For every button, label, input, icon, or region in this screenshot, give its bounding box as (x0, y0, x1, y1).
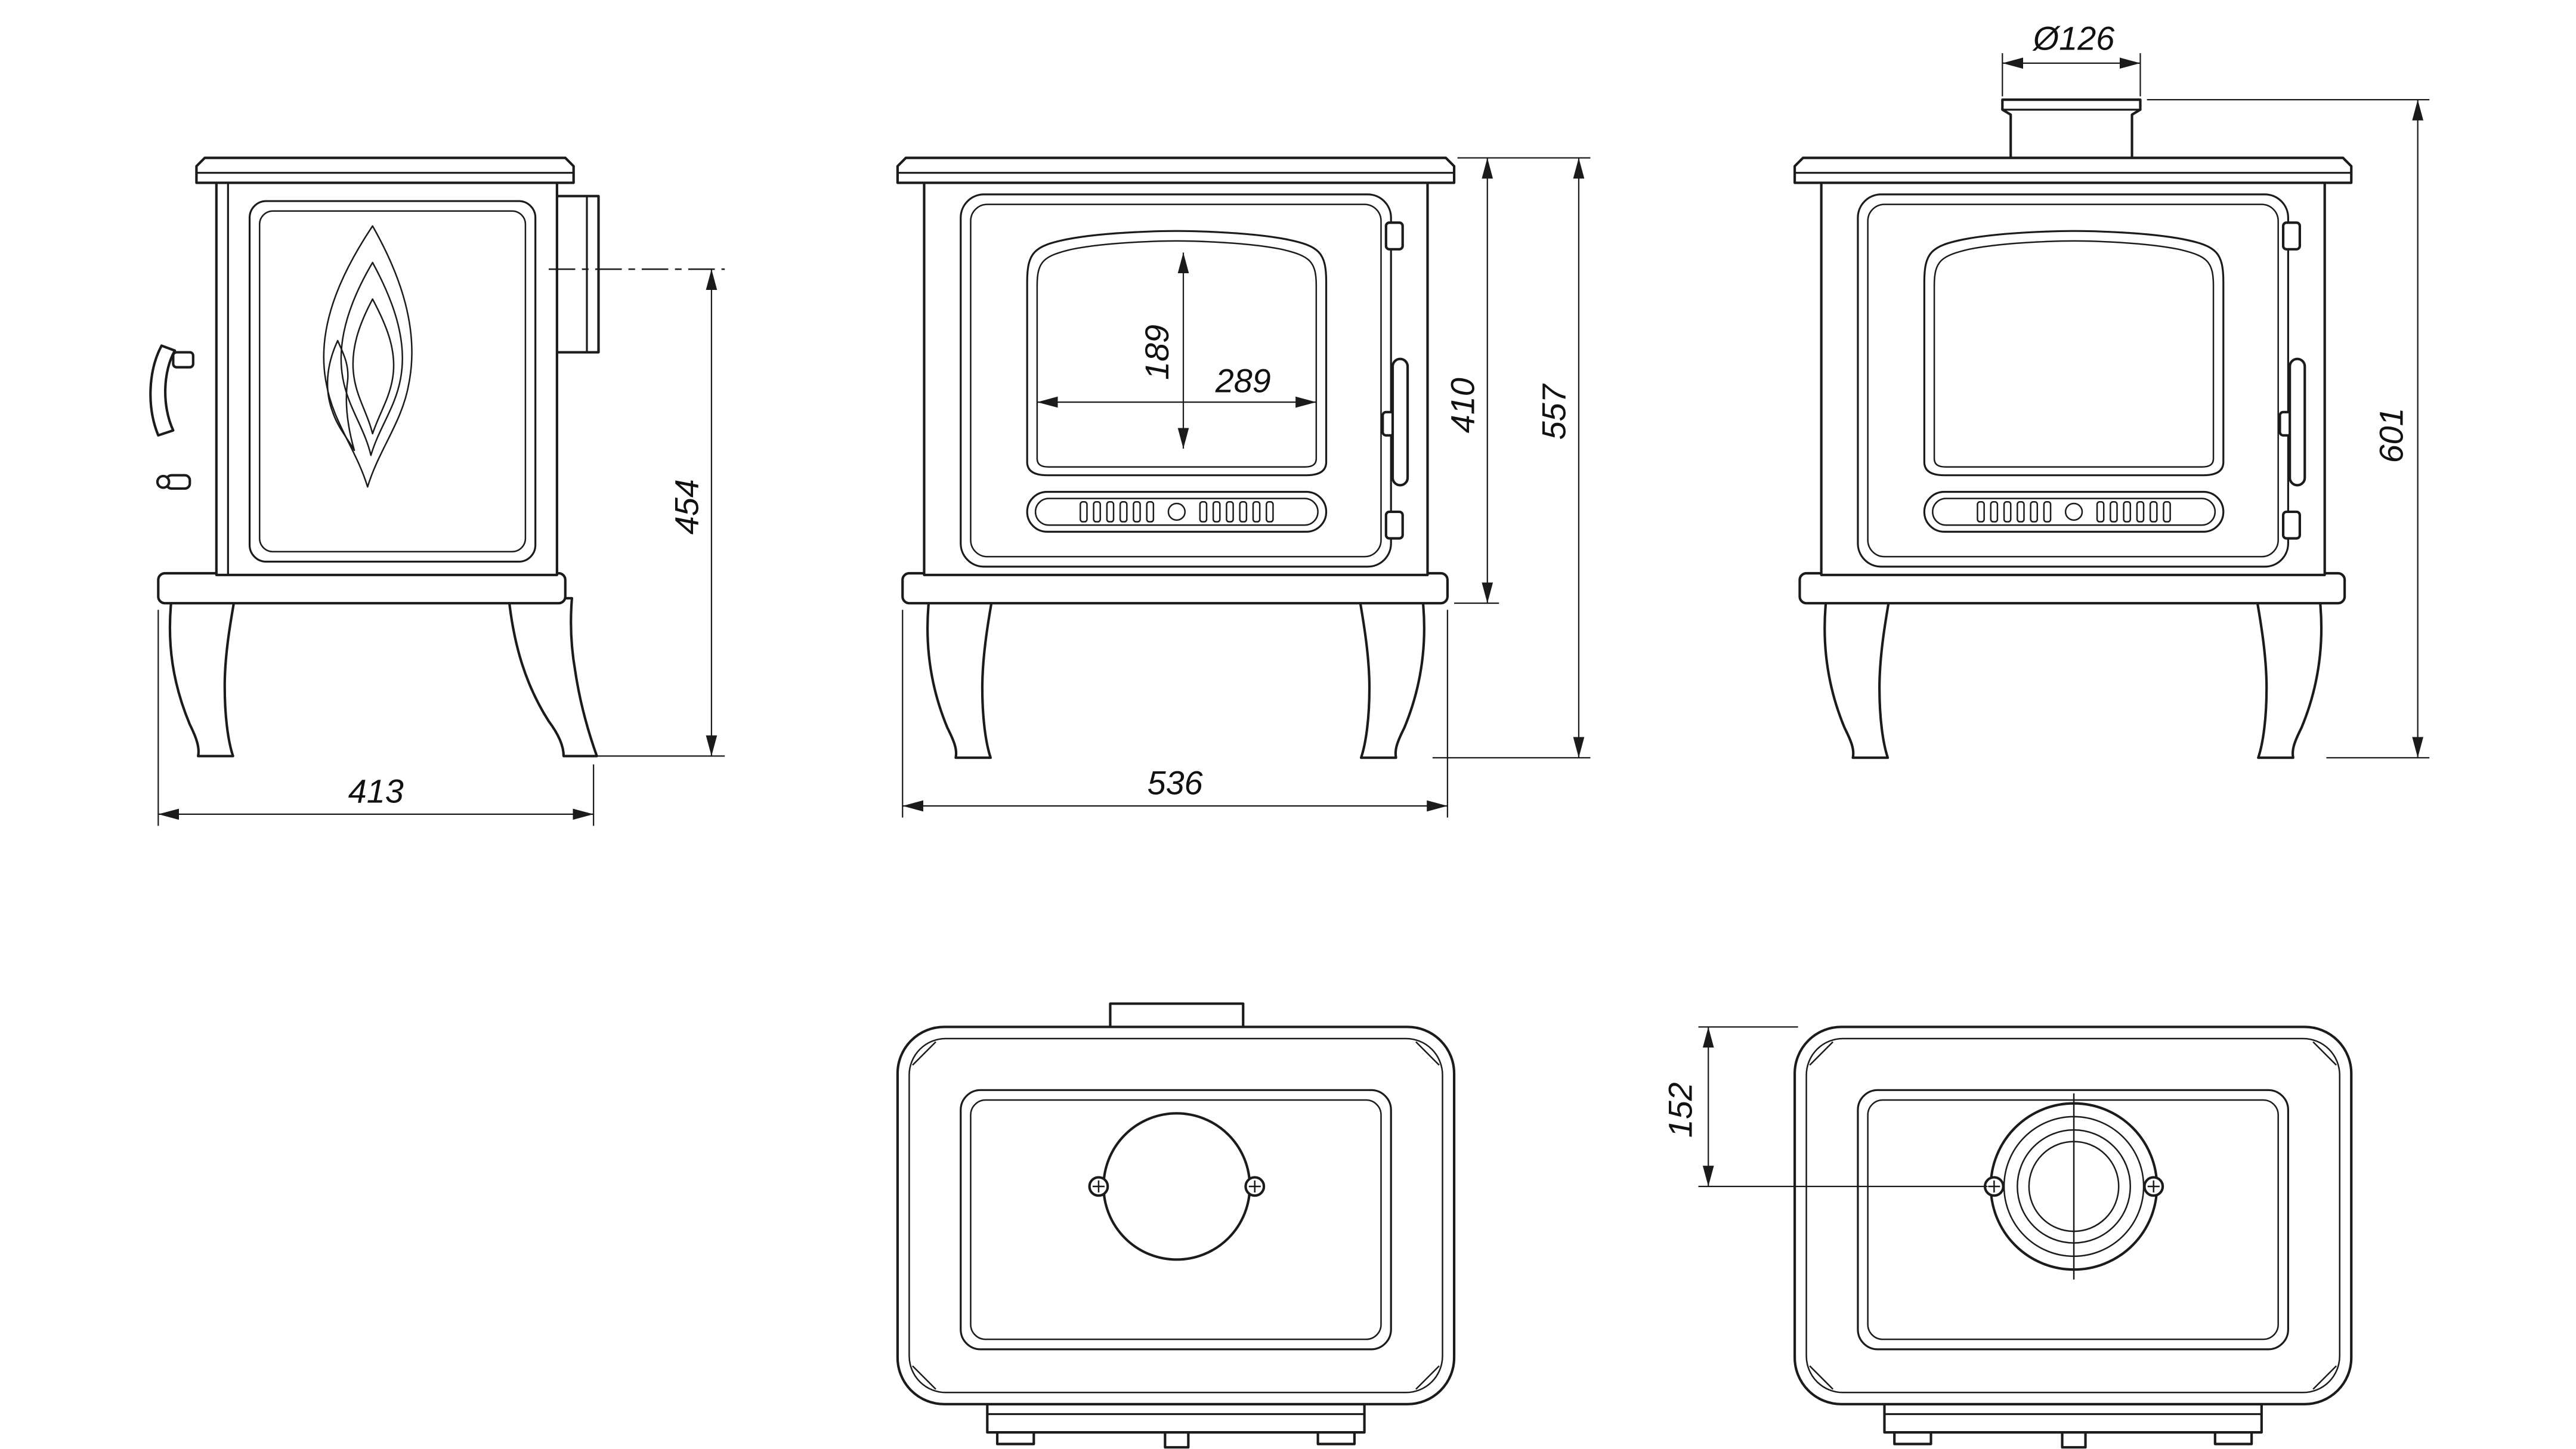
screw-right (2144, 1178, 2163, 1196)
blanking-plate (1102, 1112, 1251, 1261)
rear-leg (507, 597, 598, 758)
base-plate (157, 571, 567, 605)
flame-ornament (323, 225, 413, 488)
side-view (149, 156, 725, 758)
top-plate-side (195, 156, 575, 184)
dim-label-536: 536 (1148, 764, 1203, 801)
screw-right (1245, 1178, 1264, 1196)
dim-overall-height-601: 601 (2147, 99, 2430, 759)
flue-pipe (2001, 98, 2142, 161)
dim-label-152: 152 (1662, 1082, 1699, 1138)
dim-body-height-410: 410 (1444, 157, 1591, 604)
front-view (898, 158, 1454, 758)
stove-body-side (215, 178, 558, 576)
dim-flue-offset-152: 152 (1662, 1026, 1988, 1187)
dim-label-410: 410 (1444, 378, 1481, 433)
front-stove-copy (1795, 158, 2351, 758)
dim-overall-height-557: 557 (1432, 157, 1591, 759)
door-handle-side (149, 344, 194, 490)
dim-glass-height-189: 189 (1139, 252, 1189, 449)
dim-label-557: 557 (1536, 383, 1573, 440)
dim-label-289: 289 (1215, 362, 1271, 399)
top-view-with-collar (1795, 1027, 2351, 1447)
screw-left (1985, 1178, 2003, 1196)
front-leg (168, 597, 236, 758)
rear-flue-collar (553, 194, 600, 354)
dim-label-413: 413 (348, 773, 404, 810)
top-view-blanked (898, 1002, 1454, 1447)
dim-label-454: 454 (669, 479, 706, 535)
dim-label-flue-diameter: Ø126 (2032, 20, 2114, 57)
side-panel (248, 200, 537, 563)
screw-left (1090, 1178, 1108, 1196)
dim-width-536: 536 (902, 610, 1449, 818)
dim-glass-width-289: 289 (1037, 362, 1316, 408)
front-view-with-flue (1795, 98, 2351, 758)
dim-label-189: 189 (1139, 325, 1176, 380)
dim-label-601: 601 (2373, 407, 2410, 463)
dim-depth-413: 413 (157, 610, 595, 826)
dim-flue-diameter-126: Ø126 (2002, 20, 2141, 97)
dim-flue-height-454: 454 (582, 269, 725, 757)
